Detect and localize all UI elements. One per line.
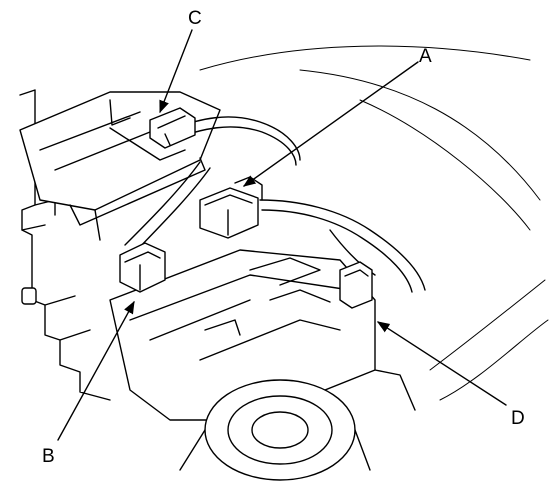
callout-label-b: B (42, 446, 55, 467)
dashboard-outline (199, 45, 549, 401)
ignition-hub (179, 379, 371, 481)
callout-label-d: D (511, 408, 525, 429)
connector-a (199, 176, 263, 239)
leader-lines (57, 29, 507, 441)
leader-b (57, 300, 135, 441)
connector-b (119, 242, 166, 293)
callout-label-a: A (419, 46, 432, 67)
column-mount-bracket (19, 89, 111, 401)
connector-d (339, 261, 373, 309)
leader-d (376, 321, 507, 406)
callout-label-c: C (188, 8, 202, 29)
connector-c (149, 107, 196, 149)
leader-a (242, 61, 419, 187)
leader-c (159, 29, 193, 114)
column-lower-housing (109, 249, 416, 421)
